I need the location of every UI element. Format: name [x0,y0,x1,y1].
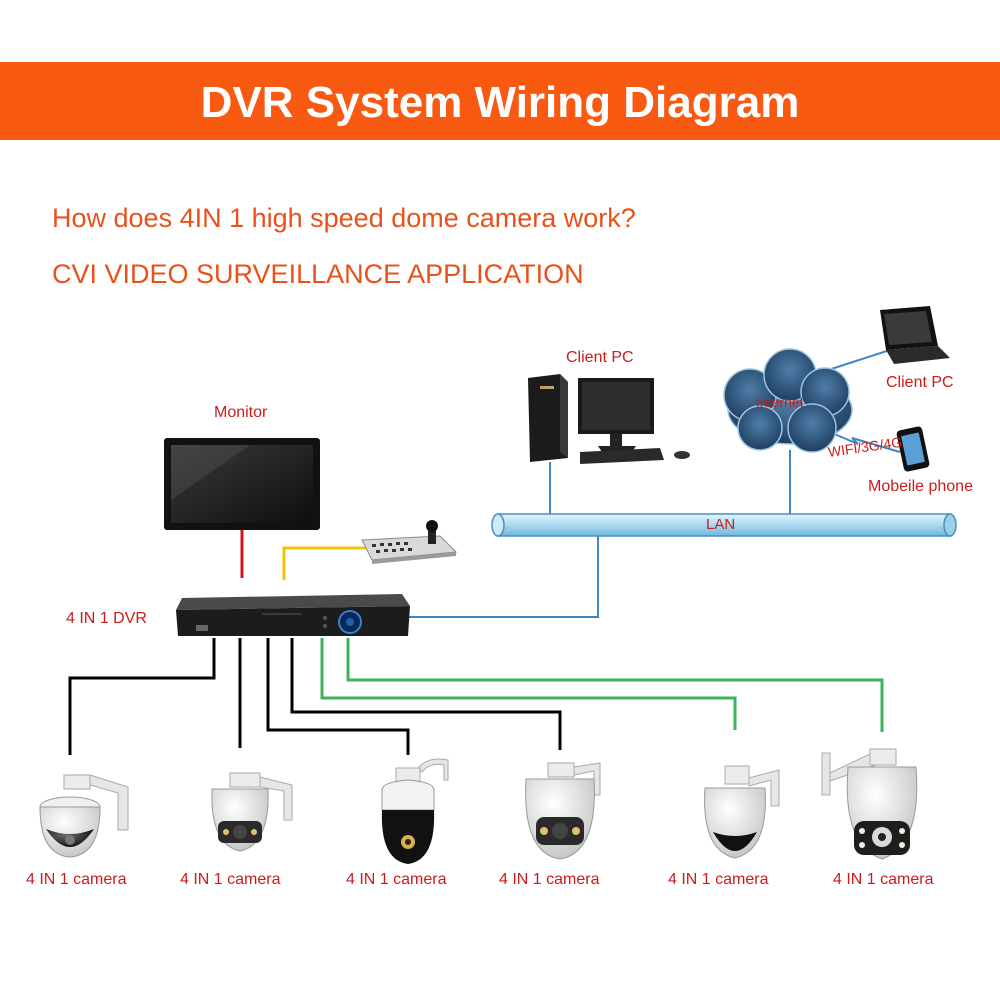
client-pc-laptop [880,306,950,364]
dvr-lan-wire [408,535,599,618]
dvr-device [176,594,410,636]
mobile-phone-label: Mobeile phone [868,478,973,495]
lan-pipe [491,513,957,537]
camera-1-wire [68,638,216,755]
camera-label: 4 IN 1 camera [833,871,934,888]
camera-5-wire [320,638,737,730]
camera-label: 4 IN 1 camera [26,871,127,888]
title-banner [0,62,1000,140]
camera-label: 4 IN 1 camera [180,871,281,888]
wireless-link [819,427,901,453]
camera-label: 4 IN 1 camera [346,871,447,888]
camera-4 [525,762,601,860]
ptz-keyboard [361,520,458,564]
internet-cloud [723,348,853,453]
internet-laptop-wire [821,349,891,373]
wires [68,349,901,755]
camera-3 [381,758,449,864]
dvr-label: 4 IN 1 DVR [66,610,147,627]
camera-label: 4 IN 1 camera [499,871,600,888]
monitor-label: Monitor [214,404,268,421]
page-title: DVR System Wiring Diagram [200,78,800,127]
camera-6-wire [346,638,884,732]
camera-5 [704,765,780,859]
mobile-phone-device [896,426,930,472]
subtitle-question: How does 4IN 1 high speed dome camera wo… [52,203,636,233]
internet-label: Internet [756,394,804,410]
monitor-device [164,438,320,530]
camera-3-wire [266,638,410,755]
camera-4-wire [290,638,562,750]
camera-label: 4 IN 1 camera [668,871,769,888]
client-pc-desktop-label: Client PC [566,349,634,366]
keyboard-wire [282,546,372,580]
subtitle-application: CVI VIDEO SURVEILLANCE APPLICATION [52,259,584,289]
client-pc-desktop [528,374,690,464]
client-pc-laptop-label: Client PC [886,374,954,391]
camera-2 [211,772,293,852]
lan-label: LAN [706,516,736,533]
camera-1 [39,774,129,858]
camera-6 [821,748,918,860]
